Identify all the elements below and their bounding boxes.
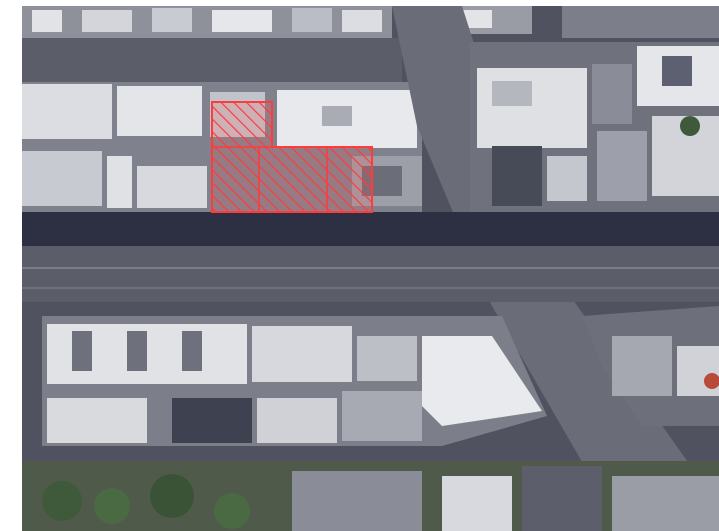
street-1	[22, 38, 402, 82]
building-block-upper-right	[470, 42, 719, 220]
building-block-lower-right	[582, 306, 719, 426]
roadway-main	[22, 246, 719, 302]
roadway-shadow	[22, 212, 719, 246]
highlighted-parcel[interactable]	[211, 101, 373, 213]
building-block-lower	[42, 316, 547, 446]
building-row-top	[22, 6, 719, 38]
satellite-map[interactable]	[22, 6, 719, 531]
bottom-strip	[22, 461, 719, 531]
